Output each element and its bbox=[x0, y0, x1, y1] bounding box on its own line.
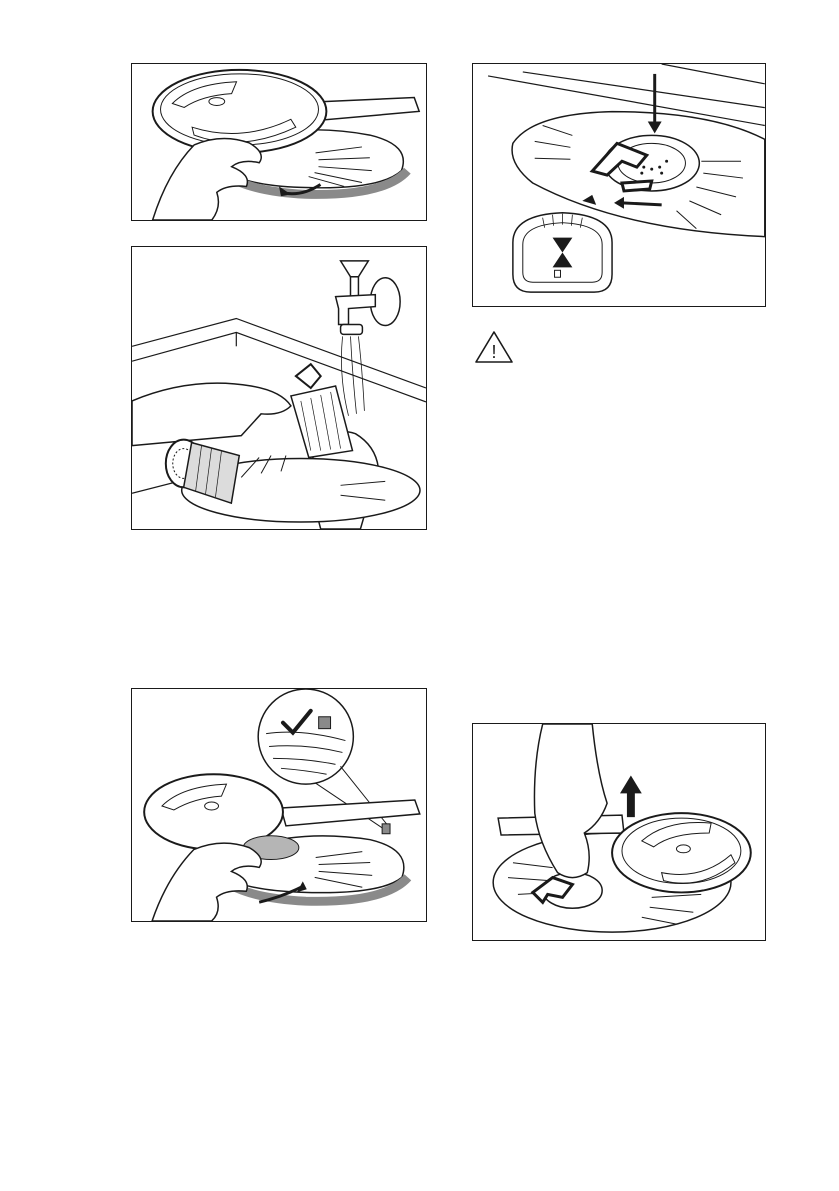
filter-rinse-drawing bbox=[132, 247, 426, 529]
figure-lock-coarse-filter bbox=[472, 63, 766, 307]
figure-lift-filter-assembly bbox=[472, 723, 766, 941]
filter-lift-drawing bbox=[473, 724, 765, 940]
warning-mark: ! bbox=[491, 342, 496, 362]
filter-lock-drawing bbox=[473, 64, 765, 306]
filter-refit-drawing bbox=[132, 689, 426, 921]
warning-triangle-icon: ! bbox=[474, 330, 514, 364]
figure-refit-flat-filter bbox=[131, 688, 427, 922]
figure-remove-flat-filter bbox=[131, 63, 427, 221]
figure-rinse-filters bbox=[131, 246, 427, 530]
filter-removal-drawing bbox=[132, 64, 426, 220]
